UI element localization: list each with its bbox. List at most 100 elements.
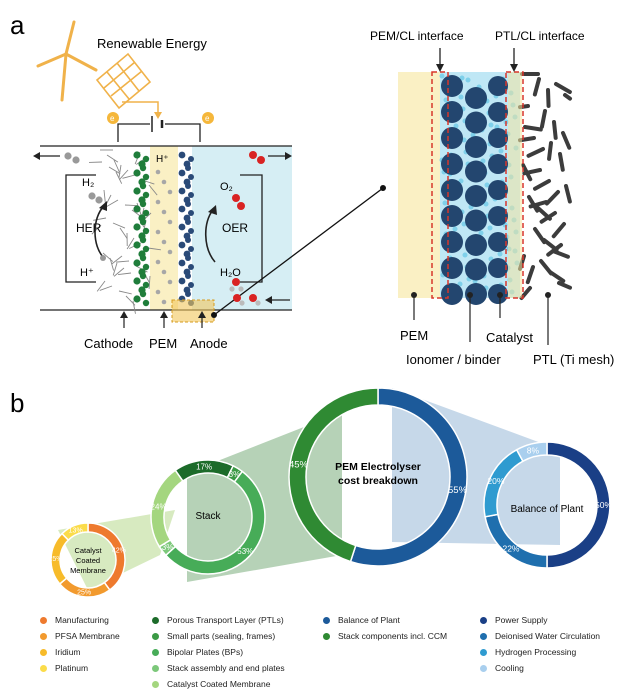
ionomer-label: Ionomer / binder bbox=[406, 352, 501, 367]
catalyst-particle bbox=[139, 290, 147, 298]
o2-gas-bubble bbox=[257, 156, 265, 164]
proton-dot bbox=[167, 279, 173, 285]
ccm-cost-donut: 42%25%25%13% bbox=[49, 522, 126, 598]
catalyst-particle bbox=[185, 219, 191, 225]
mesh-fiber bbox=[111, 255, 123, 265]
h2o-molecule bbox=[239, 300, 245, 306]
legend-item: Iridium bbox=[40, 644, 120, 660]
h2o-molecule bbox=[229, 286, 235, 292]
donut-value-label: 22% bbox=[502, 544, 519, 554]
electron-label-left: e bbox=[110, 114, 115, 123]
proton-dot bbox=[161, 209, 167, 215]
catalyst-particle bbox=[133, 205, 141, 213]
ccm-donut-title-line2: Coated bbox=[76, 556, 100, 565]
cathode-catalyst-particles bbox=[133, 151, 150, 307]
catalyst-particle bbox=[139, 272, 147, 280]
legend-swatch bbox=[480, 632, 487, 640]
catalyst-particle bbox=[133, 295, 141, 303]
catalyst-particle bbox=[441, 231, 463, 253]
mesh-fiber bbox=[113, 159, 120, 173]
catalyst-particle bbox=[178, 187, 186, 195]
ionomer-dot bbox=[483, 201, 489, 207]
catalyst-particle bbox=[488, 232, 508, 252]
legend-item: Balance of Plant bbox=[323, 612, 447, 628]
ionomer-dot bbox=[484, 182, 490, 188]
ionomer-dot bbox=[452, 226, 458, 232]
proton-dot bbox=[100, 255, 106, 261]
h-plus-pem-label: H⁺ bbox=[156, 154, 169, 165]
catalyst-particle bbox=[465, 111, 487, 134]
mesh-fiber bbox=[109, 257, 115, 271]
o2-outlet-arrowhead bbox=[285, 152, 292, 160]
legend-label: Deionised Water Circulation bbox=[495, 631, 601, 641]
catalyst-particle bbox=[133, 277, 141, 285]
catalyst-particle bbox=[178, 205, 186, 213]
h2o-molecule bbox=[249, 294, 257, 302]
electron-icon-left bbox=[107, 112, 119, 124]
main-donut-title-line2: cost breakdown bbox=[338, 475, 418, 487]
catalyst-particle bbox=[133, 223, 141, 231]
electron-icon-right bbox=[202, 112, 214, 124]
zoom-pem-region bbox=[398, 72, 440, 298]
donut-value-label: 25% bbox=[77, 590, 91, 597]
her-reaction-arrow bbox=[94, 205, 105, 259]
ccm-donut-title-line3: Membrane bbox=[70, 566, 106, 575]
donut-value-label: 13% bbox=[69, 527, 83, 534]
proton-dot bbox=[155, 169, 161, 175]
ionomer-dot bbox=[459, 75, 465, 81]
catalyst-leader-dot bbox=[497, 292, 503, 298]
catalyst-particle bbox=[488, 206, 508, 226]
mesh-strut bbox=[539, 211, 557, 224]
catalyst-particle bbox=[185, 183, 191, 189]
catalyst-particle bbox=[139, 218, 147, 226]
zoom-ti-mesh bbox=[518, 72, 572, 300]
donut-value-label: 53% bbox=[237, 547, 253, 556]
pem-pointer-head bbox=[160, 311, 168, 318]
catalyst-particle bbox=[488, 180, 508, 200]
catalyst-particle bbox=[139, 236, 147, 244]
anode-water-region bbox=[192, 146, 292, 310]
mesh-fiber bbox=[124, 204, 139, 207]
donut-value-label: 3% bbox=[162, 543, 174, 552]
mesh-fiber bbox=[106, 199, 119, 207]
cathode-label: Cathode bbox=[84, 336, 133, 351]
legend-label: Porous Transport Layer (PTLs) bbox=[167, 615, 284, 625]
h2-outlet-arrowhead bbox=[33, 152, 40, 160]
h2-label: H₂ bbox=[82, 177, 94, 189]
mesh-fiber bbox=[116, 260, 130, 263]
mesh-strut bbox=[554, 82, 572, 94]
legend-swatch bbox=[152, 664, 159, 672]
legend-label: Balance of Plant bbox=[338, 615, 400, 625]
donut-value-label: 3% bbox=[229, 470, 241, 479]
legend-swatch bbox=[323, 632, 330, 640]
donut-value-label: 55% bbox=[448, 485, 468, 496]
legend-swatch bbox=[152, 616, 159, 624]
catalyst-particle bbox=[441, 75, 463, 97]
pem-proton-dots bbox=[155, 169, 173, 305]
mesh-strut bbox=[526, 147, 545, 158]
ptl-leader-dot bbox=[545, 292, 551, 298]
catalyst-particle bbox=[133, 259, 141, 267]
catalyst-particle bbox=[488, 102, 508, 122]
legend-item: Catalyst Coated Membrane bbox=[152, 676, 285, 692]
legend-swatch bbox=[152, 648, 159, 656]
catalyst-particle bbox=[188, 264, 194, 270]
mesh-fiber bbox=[102, 252, 114, 262]
h2o-molecule bbox=[255, 300, 261, 306]
catalyst-particle bbox=[139, 254, 147, 262]
mesh-strut bbox=[552, 120, 558, 140]
legend-swatch bbox=[40, 616, 47, 624]
catalyst-particle bbox=[188, 174, 194, 180]
mesh-strut bbox=[533, 179, 551, 191]
proton-dot bbox=[155, 289, 161, 295]
stack-to-main-connector bbox=[187, 412, 342, 582]
mesh-strut bbox=[532, 77, 541, 97]
ptl-cl-pointer-head bbox=[510, 64, 518, 72]
zoom-pem-leader-dot bbox=[411, 292, 417, 298]
h2-molecule bbox=[88, 192, 96, 200]
oer-label: OER bbox=[222, 221, 248, 235]
zoom-connector bbox=[213, 187, 384, 316]
catalyst-particle bbox=[142, 173, 150, 181]
